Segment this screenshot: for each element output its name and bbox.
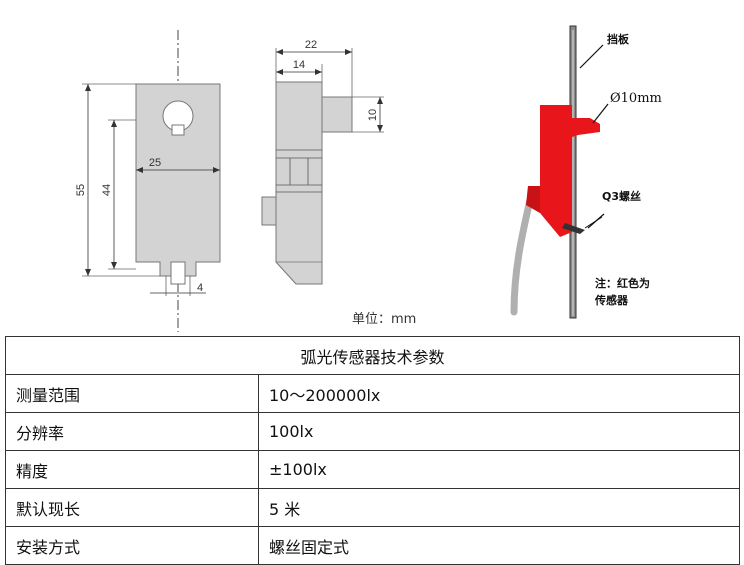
param-name: 安装方式 — [5, 526, 259, 565]
param-name: 默认现长 — [5, 488, 259, 527]
side-view: 22 14 10 — [261, 39, 384, 285]
table-row: 测量范围 10～200000lx — [5, 374, 740, 413]
table-row: 精度 ±100lx — [5, 450, 740, 489]
red-sensor — [526, 105, 600, 237]
note-line-2: 传感器 — [594, 293, 629, 307]
dim-44: 44 — [101, 184, 113, 196]
dim-22: 22 — [305, 39, 317, 51]
dim-55: 55 — [75, 184, 87, 196]
param-value: 螺丝固定式 — [258, 526, 740, 565]
dim-25: 25 — [149, 157, 161, 169]
param-value: 10～200000lx — [258, 374, 740, 413]
table-title: 弧光传感器技术参数 — [5, 336, 740, 375]
table-row: 分辨率 100lx — [5, 412, 740, 451]
table-row: 安装方式 螺丝固定式 — [5, 526, 740, 565]
sensor-drawing: 55 44 25 4 22 1 — [75, 25, 662, 332]
spec-table: 弧光传感器技术参数 测量范围 10～200000lx 分辨率 100lx 精度 … — [5, 336, 740, 565]
note-line-1: 注：红色为 — [595, 276, 650, 290]
table-row: 默认现长 5 米 — [5, 488, 740, 527]
front-view: 55 44 25 4 — [75, 30, 221, 332]
install-illustration: 挡板 Ø10mm Q3螺丝 注：红色为 传感器 — [510, 25, 662, 319]
param-value: 100lx — [258, 412, 740, 451]
param-value: 5 米 — [258, 488, 740, 527]
diameter-label: Ø10mm — [610, 91, 662, 106]
param-value: ±100lx — [258, 450, 740, 489]
param-name: 测量范围 — [5, 374, 259, 413]
unit-label: 单位：mm — [352, 312, 416, 327]
screw-label: Q3螺丝 — [602, 189, 641, 203]
dim-10: 10 — [367, 109, 379, 121]
param-name: 分辨率 — [5, 412, 259, 451]
param-name: 精度 — [5, 450, 259, 489]
baffle-label: 挡板 — [607, 32, 630, 46]
dim-4: 4 — [197, 282, 203, 294]
dim-14: 14 — [293, 59, 305, 71]
